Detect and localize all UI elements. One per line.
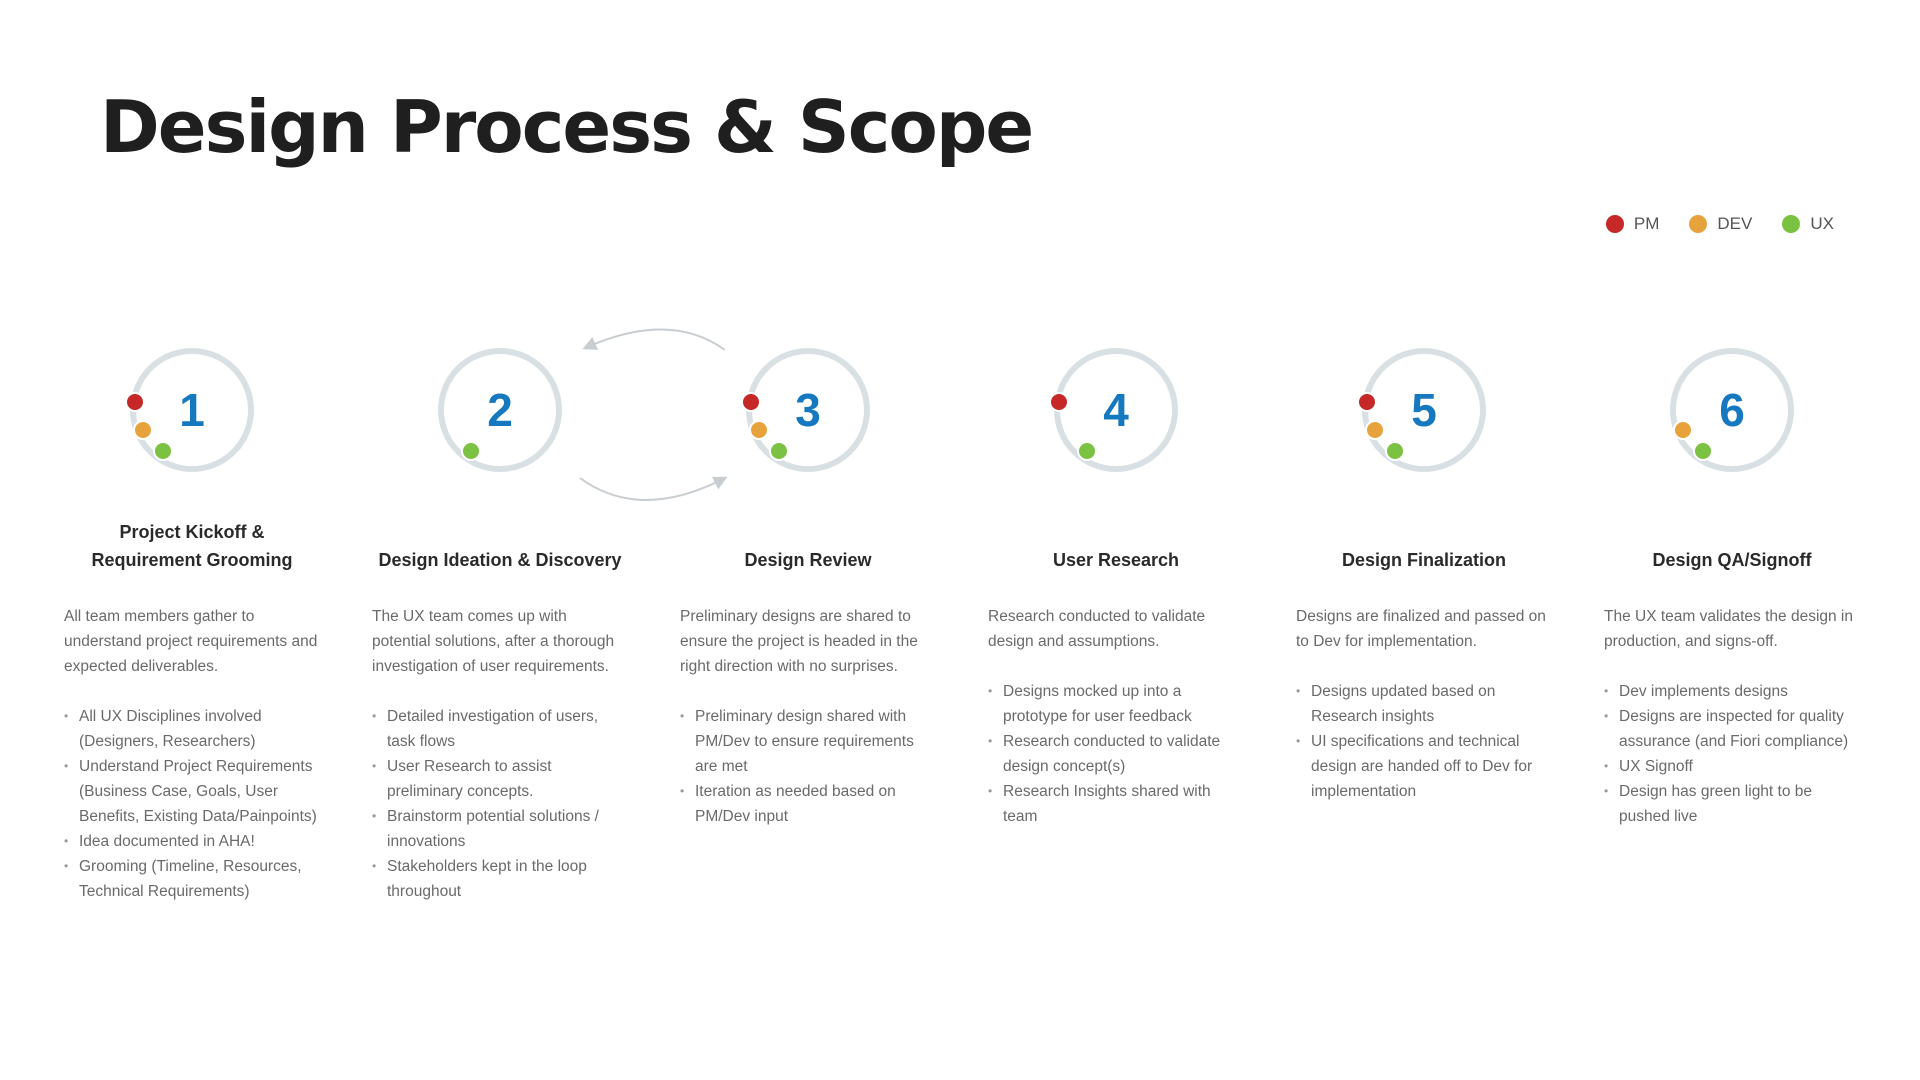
ux-dot-icon [153,441,173,461]
stage-number: 6 [1719,384,1745,436]
ux-dot-icon [1782,215,1801,233]
stage-description: Preliminary designs are shared to ensure… [680,608,918,675]
list-item: Preliminary design shared with PM/Dev to… [680,704,936,779]
page-title: Design Process & Scope [100,85,1034,169]
list-item: UI specifications and technical design a… [1296,729,1552,804]
list-item: UX Signoff [1604,754,1860,779]
stage-title: Project Kickoff & Requirement Grooming [91,522,293,570]
stage-ring: 6 [1662,340,1802,480]
list-item: Research Insights shared with team [988,779,1244,829]
legend-label: PM [1633,214,1660,233]
legend-item-pm: PM [1605,214,1660,234]
stage-4: 4 User Research Research conducted to va… [988,340,1244,829]
list-item: Grooming (Timeline, Resources, Technical… [64,854,320,904]
dev-dot-icon [749,420,769,440]
list-item: Idea documented in AHA! [64,829,320,854]
ring-icon [438,348,562,472]
stage-bullet-list: Designs mocked up into a prototype for u… [988,679,1244,829]
arrow-back-icon [582,328,726,351]
list-item: Research conducted to validate design co… [988,729,1244,779]
stage-ring: 5 [1354,340,1494,480]
stage-description: The UX team validates the design in prod… [1604,608,1853,650]
stage-5: 5 Design Finalization Designs are finali… [1296,340,1552,804]
list-item: Designs are inspected for quality assura… [1604,704,1860,754]
stage-bullet-list: Dev implements designs Designs are inspe… [1604,679,1860,829]
legend-label: UX [1810,214,1834,233]
stage-title: Design Review [744,550,872,570]
ux-dot-icon [1077,441,1097,461]
stage-description: Research conducted to validate design an… [988,608,1206,650]
legend-item-ux: UX [1782,214,1834,234]
list-item: Iteration as needed based on PM/Dev inpu… [680,779,936,829]
pm-dot-icon [1357,392,1377,412]
legend-label: DEV [1717,214,1753,233]
stage-ring: 1 [122,340,262,480]
ux-dot-icon [1385,441,1405,461]
stage-description: Designs are finalized and passed on to D… [1296,608,1546,650]
stage-ring: 4 [1046,340,1186,480]
stage-bullet-list: Preliminary design shared with PM/Dev to… [680,704,936,829]
dev-dot-icon [1689,215,1708,233]
stage-2: 2 Design Ideation & Discovery The UX tea… [372,340,628,904]
arrow-forward-icon [579,476,728,501]
stage-bullet-list: Detailed investigation of users, task fl… [372,704,628,904]
pm-dot-icon [1049,392,1069,412]
stage-number: 1 [179,384,205,436]
stage-bullet-list: Designs updated based on Research insigh… [1296,679,1552,804]
list-item: Brainstorm potential solutions / innovat… [372,804,628,854]
list-item: Designs updated based on Research insigh… [1296,679,1552,729]
list-item: Understand Project Requirements (Busines… [64,754,320,829]
stage-ring: 3 [738,340,878,480]
stage-title: Design QA/Signoff [1652,550,1812,570]
stage-ring: 2 [430,340,570,480]
stage-1: 1 Project Kickoff & Requirement Grooming… [64,340,320,904]
stage-number: 5 [1411,384,1437,436]
legend: PM DEV UX [1605,214,1834,234]
legend-item-dev: DEV [1689,214,1752,234]
stage-title: Design Ideation & Discovery [378,550,622,570]
stage-number: 4 [1103,384,1129,436]
pm-dot-icon [125,392,145,412]
list-item: User Research to assist preliminary conc… [372,754,628,804]
dev-dot-icon [1673,420,1693,440]
ux-dot-icon [769,441,789,461]
pm-dot-icon [1605,215,1624,233]
stage-description: All team members gather to understand pr… [64,608,318,675]
stage-bullet-list: All UX Disciplines involved (Designers, … [64,704,320,904]
list-item: Detailed investigation of users, task fl… [372,704,628,754]
ring-icon [1670,348,1794,472]
dev-dot-icon [1365,420,1385,440]
iteration-cycle-arrows [579,328,728,501]
dev-dot-icon [133,420,153,440]
list-item: Stakeholders kept in the loop throughout [372,854,628,904]
stage-number: 3 [795,384,821,436]
stage-title: Design Finalization [1341,550,1506,570]
ux-dot-icon [1693,441,1713,461]
list-item: Design has green light to be pushed live [1604,779,1860,829]
stage-6: 6 Design QA/Signoff The UX team validate… [1604,340,1860,829]
pm-dot-icon [741,392,761,412]
stage-description: The UX team comes up with potential solu… [372,608,615,675]
list-item: All UX Disciplines involved (Designers, … [64,704,320,754]
list-item: Designs mocked up into a prototype for u… [988,679,1244,729]
ux-dot-icon [461,441,481,461]
list-item: Dev implements designs [1604,679,1860,704]
stage-number: 2 [487,384,513,436]
stage-3: 3 Design Review Preliminary designs are … [680,340,936,829]
stage-title: User Research [1052,550,1180,570]
